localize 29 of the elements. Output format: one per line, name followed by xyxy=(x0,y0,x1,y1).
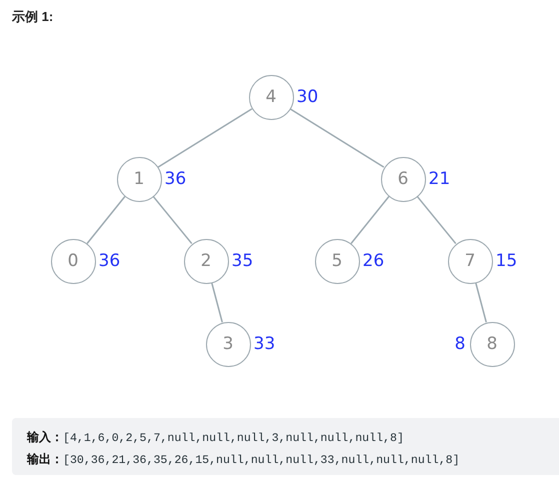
connector-line xyxy=(86,196,126,244)
connector-line xyxy=(211,282,223,322)
code-line: 输入：[4,1,6,0,2,5,7,null,null,null,3,null,null,null,8] xyxy=(27,429,404,447)
connector-line xyxy=(350,196,390,244)
connector-line xyxy=(158,108,252,168)
sum-label: 35 xyxy=(232,251,254,271)
tree-node: 3 xyxy=(206,322,250,366)
tree-node: 1 xyxy=(116,156,162,202)
sum-label: 15 xyxy=(496,251,518,271)
sum-label: 8 xyxy=(454,334,466,354)
tree-node: 6 xyxy=(380,156,426,202)
heading: 示例 1: xyxy=(12,9,54,25)
tree-node: 4 xyxy=(248,74,294,120)
tree-node: 2 xyxy=(184,238,228,284)
tree-node: 5 xyxy=(314,238,360,284)
sum-label: 36 xyxy=(164,169,186,189)
sum-label: 21 xyxy=(428,169,450,189)
code-line: 输出：[30,36,21,36,35,26,15,null,null,null,33,null,null,null,8] xyxy=(27,451,460,469)
tree-node: 7 xyxy=(448,238,492,284)
connector-line xyxy=(475,282,487,322)
tree-node: 0 xyxy=(50,238,96,284)
tree-node: 8 xyxy=(470,322,514,366)
sum-label: 30 xyxy=(296,87,318,107)
sum-label: 36 xyxy=(98,251,120,271)
sum-label: 33 xyxy=(254,334,276,354)
connector-line xyxy=(152,196,192,244)
connector-line xyxy=(416,196,456,244)
connector-line xyxy=(290,108,384,168)
sum-label: 26 xyxy=(362,251,384,271)
